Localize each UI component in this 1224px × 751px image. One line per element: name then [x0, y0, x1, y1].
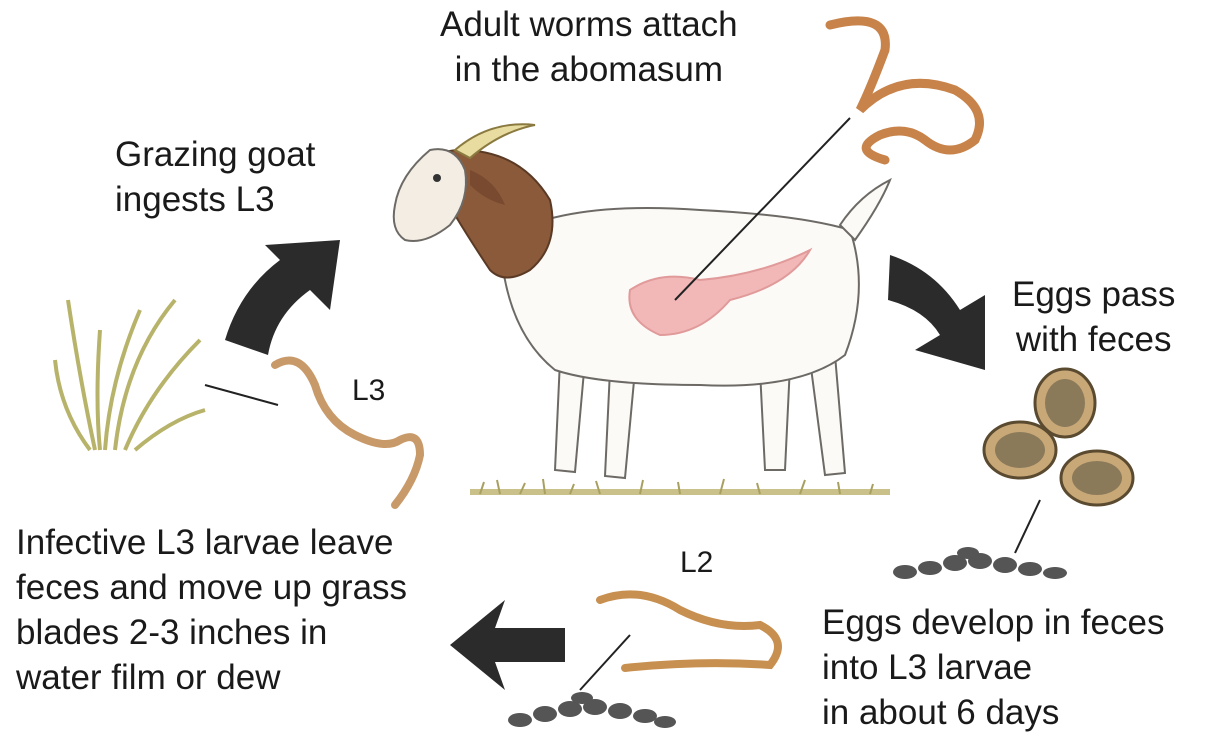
- label-infective-line2: feces and move up grass: [16, 565, 407, 610]
- goat: [394, 118, 890, 478]
- label-adult-worms: Adult worms attach in the abomasum: [440, 2, 738, 92]
- label-grazing-line1: Grazing goat: [115, 132, 315, 177]
- eggs: [984, 369, 1133, 505]
- label-eggs-develop-line2: into L3 larvae: [822, 645, 1164, 690]
- label-adult-worms-line2: in the abomasum: [440, 47, 738, 92]
- label-eggs-pass-line2: with feces: [1012, 317, 1175, 362]
- label-infective: Infective L3 larvae leave feces and move…: [16, 520, 407, 700]
- label-l3: L3: [352, 368, 385, 413]
- label-eggs-develop: Eggs develop in feces into L3 larvae in …: [822, 600, 1164, 735]
- grass-clump: [55, 300, 205, 450]
- label-eggs-develop-line3: in about 6 days: [822, 690, 1164, 735]
- label-infective-line4: water film or dew: [16, 655, 407, 700]
- label-eggs-develop-line1: Eggs develop in feces: [822, 600, 1164, 645]
- arrow-down-right: [888, 255, 985, 370]
- label-adult-worms-line1: Adult worms attach: [440, 2, 738, 47]
- label-grazing: Grazing goat ingests L3: [115, 132, 315, 222]
- label-eggs-pass-line1: Eggs pass: [1012, 272, 1175, 317]
- feces-right: [893, 547, 1067, 579]
- l3-larva: [275, 361, 420, 506]
- label-infective-line3: blades 2-3 inches in: [16, 610, 407, 655]
- label-infective-line1: Infective L3 larvae leave: [16, 520, 407, 565]
- arrow-up-left: [225, 240, 340, 355]
- arrow-left: [450, 600, 565, 690]
- label-l2: L2: [680, 540, 713, 585]
- l2-larva: [600, 594, 778, 668]
- ground-grass: [470, 479, 890, 494]
- feces-bottom: [508, 692, 676, 728]
- label-grazing-line2: ingests L3: [115, 177, 315, 222]
- label-eggs-pass: Eggs pass with feces: [1012, 272, 1175, 362]
- adult-worm: [830, 21, 980, 160]
